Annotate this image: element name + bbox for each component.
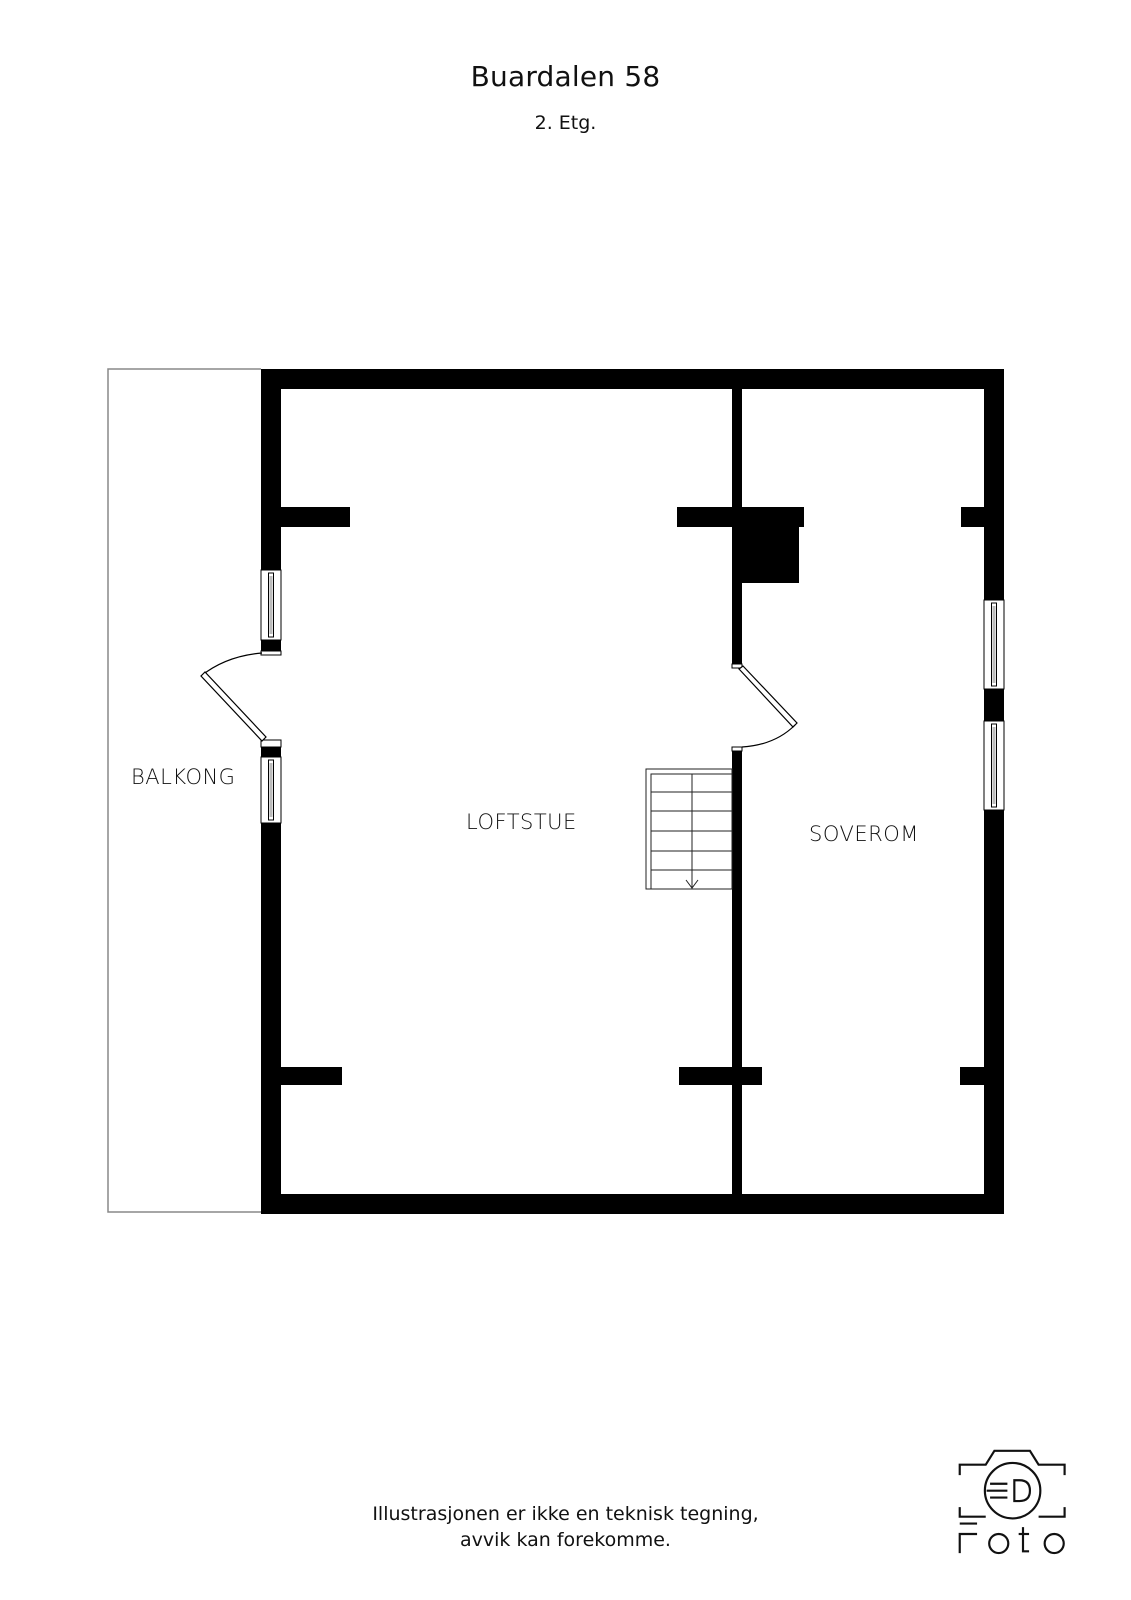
- staircase: [645, 768, 733, 890]
- logo-wordmark: [958, 1527, 1065, 1555]
- window-left-upper: [260, 569, 282, 656]
- foto-logo: Foto: [945, 1430, 1066, 1555]
- disclaimer-line-2: avvik kan forekomme.: [460, 1529, 671, 1551]
- disclaimer: Illustrasjonen er ikke en teknisk tegnin…: [0, 1501, 1131, 1553]
- stair-direction-arrow-icon: [685, 879, 699, 889]
- window-right-upper: [983, 599, 1005, 690]
- interior-wall: [731, 389, 743, 1194]
- balcony-outline: [107, 368, 261, 1213]
- balcony-door: [200, 652, 267, 742]
- room-label-balcony: BALKONG: [131, 765, 236, 789]
- chimney: [742, 527, 799, 583]
- svg-text:Foto: Foto: [945, 1430, 947, 1431]
- camera-icon: [958, 1449, 1066, 1525]
- wall-stubs: [261, 507, 984, 1085]
- plan-title: Buardalen 58: [470, 60, 661, 93]
- window-left-lower: [260, 739, 282, 824]
- room-label-loft: LOFTSTUE: [466, 810, 577, 834]
- disclaimer-line-1: Illustrasjonen er ikke en teknisk tegnin…: [372, 1503, 759, 1525]
- floor-label: 2. Etg.: [534, 112, 597, 134]
- room-label-bedroom: SOVEROM: [809, 822, 919, 846]
- window-right-lower: [983, 720, 1005, 811]
- outer-walls: [261, 369, 1004, 1214]
- bedroom-door: [738, 665, 798, 748]
